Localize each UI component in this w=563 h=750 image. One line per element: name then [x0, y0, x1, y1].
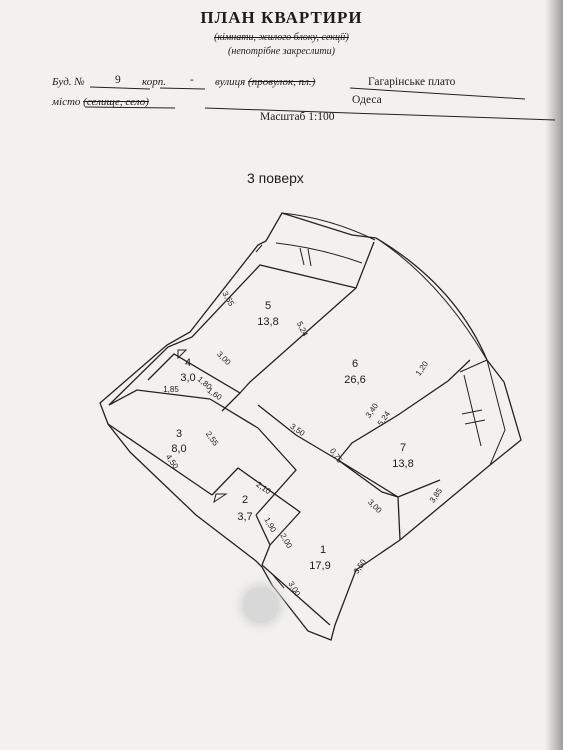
room-6-area: 26,6 [344, 374, 365, 386]
form-underlines [84, 86, 556, 121]
room-labels: 1 17,9 2 3,7 3 8,0 4 3,0 5 13,8 6 26,6 7… [171, 300, 413, 572]
room-5-area: 13,8 [257, 316, 278, 328]
dimension-label: 1,20 [414, 359, 431, 377]
room-6-number: 6 [352, 358, 358, 370]
city-value: Одеса [352, 94, 382, 106]
dimension-label: 3,50 [352, 557, 369, 575]
room-4-number: 4 [185, 357, 191, 369]
room-2-area: 3,7 [237, 511, 252, 523]
document-subtitle-struck: (кімнати, жилого блоку, секції) [214, 32, 349, 43]
dimension-label: 1,60 [205, 386, 223, 403]
bud-label: Буд. № [52, 76, 85, 88]
tick-marks [255, 244, 486, 589]
room-7-number: 7 [400, 442, 406, 454]
room-2-number: 2 [242, 494, 248, 506]
street-value: Гагарінське плато [368, 76, 456, 88]
scale-label: Масштаб 1:100 [260, 111, 335, 123]
room-4-area: 3,0 [180, 372, 195, 384]
floor-label: 3 поверх [247, 170, 304, 186]
street-label: вулиця (провулок, пл.) [215, 76, 316, 88]
dimension-label: 5,24 [376, 409, 393, 427]
room-3-area: 8,0 [171, 443, 186, 455]
document-title: ПЛАН КВАРТИРИ [200, 8, 363, 27]
document-subtitle-note: (непотрібне закреслити) [228, 46, 335, 57]
room-1-area: 17,9 [309, 560, 330, 572]
dimension-label: 2,00 [278, 532, 294, 550]
plan-walls [99, 212, 522, 641]
dimension-label: 1,85 [163, 385, 179, 394]
city-label: місто (селище, село) [52, 96, 149, 108]
page-edge-shadow [545, 0, 563, 750]
room-3-number: 3 [176, 428, 182, 440]
privacy-blur-spot [243, 587, 279, 623]
dimension-label: 4,50 [164, 453, 181, 471]
bud-value: 9 [115, 74, 121, 86]
dimension-label: 3,00 [215, 350, 233, 368]
balcony-arcs [275, 212, 506, 466]
dimension-label: 3,40 [364, 401, 381, 419]
dimension-label: 2,10 [254, 480, 272, 497]
room-5-number: 5 [265, 300, 271, 312]
dimension-label: 2,55 [204, 430, 221, 448]
dimension-label: 5,24 [295, 320, 310, 338]
korp-label: корп. [142, 76, 166, 88]
dimension-label: 1,90 [262, 516, 278, 534]
hatch-symbols [177, 349, 228, 504]
korp-value: - [190, 74, 194, 86]
dimension-label: 3,00 [366, 498, 384, 516]
room-1-number: 1 [320, 544, 326, 556]
room-7-area: 13,8 [392, 458, 413, 470]
dimension-label: 3,85 [428, 486, 445, 504]
